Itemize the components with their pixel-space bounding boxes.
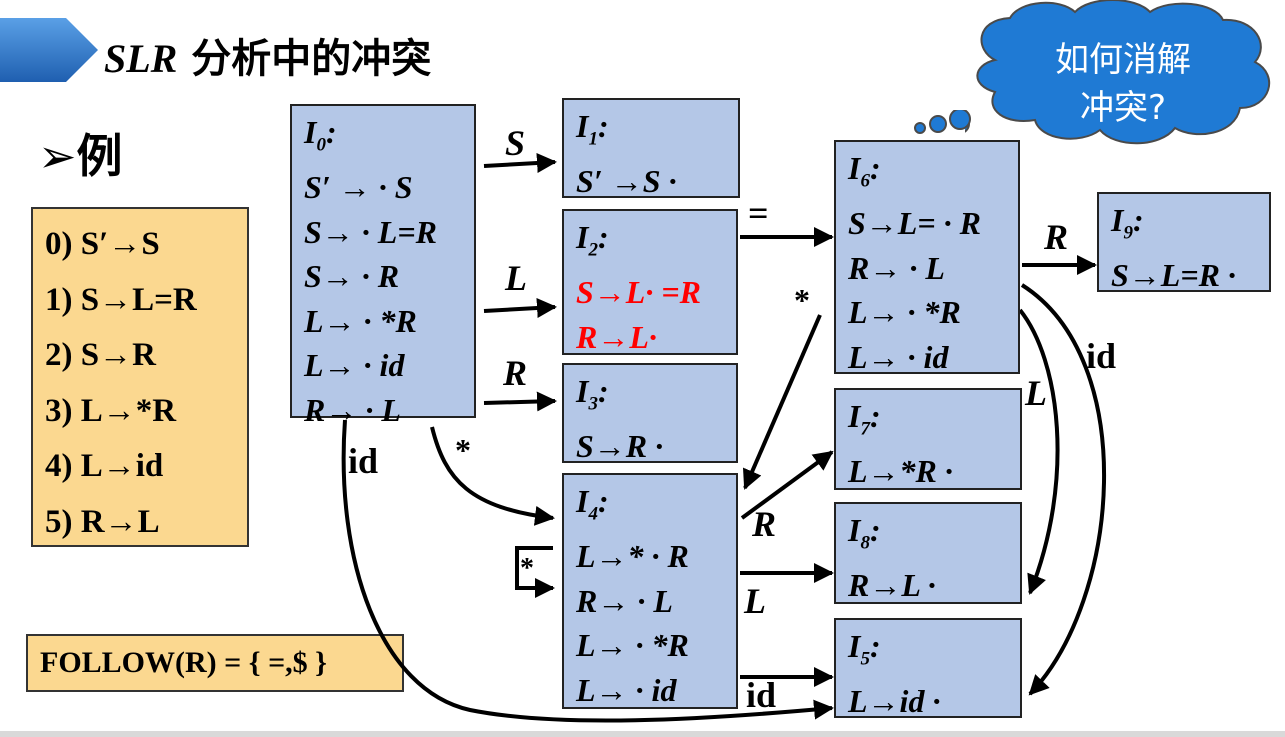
grammar-rule: 0) S′→S [45,226,160,262]
item: S→ · L=R [304,213,437,250]
state-i6: I6: S→L= · R R→ · L L→ · *R L→ · id [834,140,1020,375]
edge-label-l: L [505,258,527,298]
edge-i0-i2 [483,298,557,318]
item: L→ · *R [576,627,689,664]
page-title: SLR 分析中的冲突 [104,36,432,82]
state-i7: I7: L→*R · [834,388,1022,490]
title-bar-arrow [0,18,98,82]
item: L→ · *R [304,302,417,339]
edge-i0-i5 [341,419,834,723]
edge-i4-i4 [515,546,555,598]
state-i9: I9: S→L=R · [1097,192,1271,293]
state-header: I7: [848,398,881,440]
state-header: I5: [848,628,881,670]
item: R→ · L [304,391,401,428]
edge-i0-i3 [483,391,557,412]
item: L→*R · [848,453,953,490]
example-label: ➢例 [38,129,123,183]
grammar-rule: 5) R→L [45,503,160,540]
item: L→ · id [576,671,677,708]
item: S′ → · S [304,169,413,206]
cloud-line: 如何消解 [1055,40,1191,80]
cloud-line: 冲突? [1079,88,1167,128]
item: L→ · *R [848,294,961,331]
state-header: I4: [576,483,609,525]
state-i3: I3: S→R · [562,363,738,464]
item: S′ →S · [576,163,677,200]
edge-label-star: * [520,553,534,584]
state-i8: I8: R→L · [834,502,1022,604]
edge-label-r: R [752,504,777,544]
item: L→* · R [576,538,689,575]
edge-i0-i1 [483,153,557,173]
item: S→L=R · [1111,257,1236,294]
item: S→ · R [304,258,400,295]
edge-label-eq: = [748,193,769,233]
edge-label-l: L [1025,373,1047,413]
item: S→R · [576,428,664,465]
state-header: I9: [1111,202,1144,244]
grammar-rule: 3) L→*R [45,392,177,429]
edge-i4-i7 [740,450,834,520]
item: R→ · L [848,249,945,286]
edge-label-star: * [794,282,810,318]
grammar-rule: 1) S→L=R [45,281,197,318]
item: L→ · id [304,347,405,384]
state-i5: I5: L→id · [834,618,1022,719]
edge-label-id: id [1086,336,1117,376]
cloud-question: 如何消解 冲突? [1028,36,1218,132]
bottom-divider [0,731,1285,737]
state-header: I2: [576,219,609,261]
item: L→ · id [848,338,949,375]
edge-label-r: R [503,353,528,393]
edge-label-id: id [348,441,379,481]
follow-set: FOLLOW(R) = { =,$ } [26,634,404,692]
state-header: I0: [304,114,337,156]
state-header: I8: [848,512,881,554]
edge-label-star: * [455,432,471,468]
state-i1: I1: S′ →S · [562,98,740,199]
edge-label-r: R [1044,217,1069,257]
cloud-bubbles [914,110,971,134]
state-header: I3: [576,373,609,415]
edge-i6-i5 [1020,283,1107,696]
grammar-rule: 4) L→id [45,448,164,484]
state-i2: I2: S→L· =R R→L· [562,209,738,355]
edge-i0-i4 [430,426,555,526]
state-header: I6: [848,150,881,192]
edge-label-s: S [505,123,526,163]
grammar-rule: 2) S→R [45,337,156,373]
state-header: I1: [576,108,609,150]
state-i0: I0: S′ → · S S→ · L=R S→ · R L→ · *R L→ … [290,104,476,428]
item: R→L · [848,567,936,604]
conflict-item: S→L· =R [576,274,701,311]
grammar-box: 0) S′→S 1) S→L=R 2) S→R 3) L→*R 4) L→id … [31,207,249,547]
edge-i4-i6 [742,314,822,490]
item: R→ · L [576,582,673,619]
edge-label-l: L [744,581,766,621]
item: S→L= · R [848,205,981,242]
state-i4: I4: L→* · R R→ · L L→ · *R L→ · id [562,473,738,709]
edge-i6-i7 [1018,308,1060,595]
conflict-item: R→L· [576,318,657,355]
item: L→id · [848,683,941,720]
edge-label-id: id [746,675,777,715]
